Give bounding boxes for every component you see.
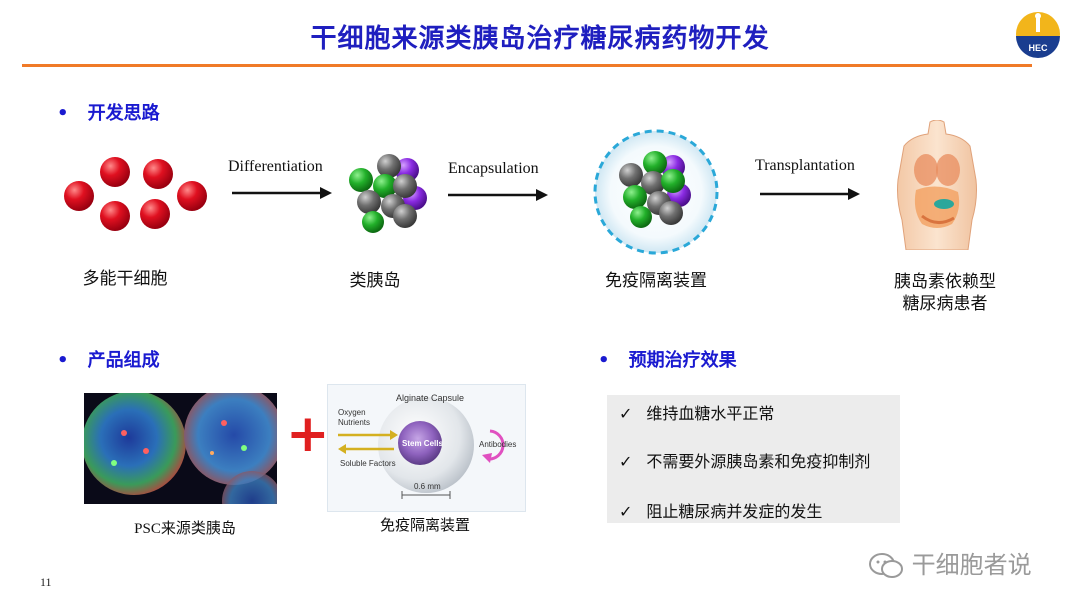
stem-cells-label: Stem Cells	[402, 439, 443, 448]
arrow-icon	[232, 187, 332, 199]
logo-text: HEC	[1028, 43, 1048, 53]
step-label-patient-line2: 糖尿病患者	[902, 294, 988, 314]
effect-text: 阻止糖尿病并发症的发生	[646, 502, 823, 521]
patient-torso-illustration	[897, 120, 977, 250]
effect-item: ✓ 阻止糖尿病并发症的发生	[619, 498, 822, 522]
section-development: • 开发思路	[57, 99, 160, 125]
watermark-text: 干细胞者说	[911, 551, 1032, 579]
device-diagram-graphic	[338, 397, 505, 499]
device-diagram: Alginate Capsule Oxygen Nutrients Solubl…	[327, 384, 526, 512]
section-composition: • 产品组成	[57, 346, 160, 372]
nutrients-label: Nutrients	[338, 418, 371, 427]
page-number: 11	[40, 575, 52, 589]
effects-box: ✓ 维持血糖水平正常 ✓ 不需要外源胰岛素和免疫抑制剂 ✓ 阻止糖尿病并发症的发生	[607, 395, 900, 523]
caption-device: 免疫隔离装置	[379, 518, 470, 534]
effect-item: ✓ 不需要外源胰岛素和免疫抑制剂	[619, 448, 870, 472]
effect-item: ✓ 维持血糖水平正常	[619, 400, 774, 424]
checkmark-icon: ✓	[619, 502, 633, 521]
arrow-label-differentiation: Differentiation	[228, 158, 323, 175]
capsule-illustration	[593, 129, 719, 255]
section-heading: 开发思路	[87, 103, 160, 124]
capsule-label: Alginate Capsule	[396, 393, 465, 403]
effect-text: 维持血糖水平正常	[646, 404, 775, 423]
size-label: 0.6 mm	[414, 482, 441, 491]
wechat-icon	[869, 553, 903, 578]
section-heading: 产品组成	[87, 350, 160, 371]
bullet-icon: •	[598, 350, 610, 371]
islet-microscopy-image	[84, 393, 277, 504]
antibodies-label: Antibodies	[479, 440, 517, 449]
title-divider	[22, 64, 1032, 67]
bullet-icon: •	[57, 350, 69, 371]
plus-icon: +	[286, 404, 330, 464]
oxygen-label: Oxygen	[338, 408, 366, 417]
stem-cells-illustration	[64, 157, 207, 231]
watermark: 干细胞者说	[868, 545, 1032, 580]
arrow-label-encapsulation: Encapsulation	[448, 160, 539, 177]
arrow-label-transplantation: Transplantation	[755, 157, 855, 174]
step-label-islets: 类胰岛	[349, 271, 401, 291]
step-label-patient-line1: 胰岛素依赖型	[894, 272, 996, 292]
islet-cluster-illustration	[349, 154, 427, 233]
section-heading: 预期治疗效果	[628, 350, 737, 371]
soluble-factors-label: Soluble Factors	[340, 459, 396, 468]
effect-text: 不需要外源胰岛素和免疫抑制剂	[646, 452, 871, 471]
arrow-icon	[760, 188, 860, 200]
bullet-icon: •	[57, 103, 69, 124]
arrow-icon	[448, 189, 548, 201]
step-label-stem-cells: 多能干细胞	[82, 269, 168, 289]
checkmark-icon: ✓	[619, 404, 633, 423]
page-title: 干细胞来源类胰岛治疗糖尿病药物开发	[310, 24, 770, 54]
hec-logo: HEC	[1016, 12, 1060, 58]
section-effects: • 预期治疗效果	[598, 346, 737, 372]
caption-psc-islets: PSC来源类胰岛	[134, 521, 236, 537]
checkmark-icon: ✓	[619, 452, 633, 471]
step-label-device: 免疫隔离装置	[605, 271, 707, 291]
